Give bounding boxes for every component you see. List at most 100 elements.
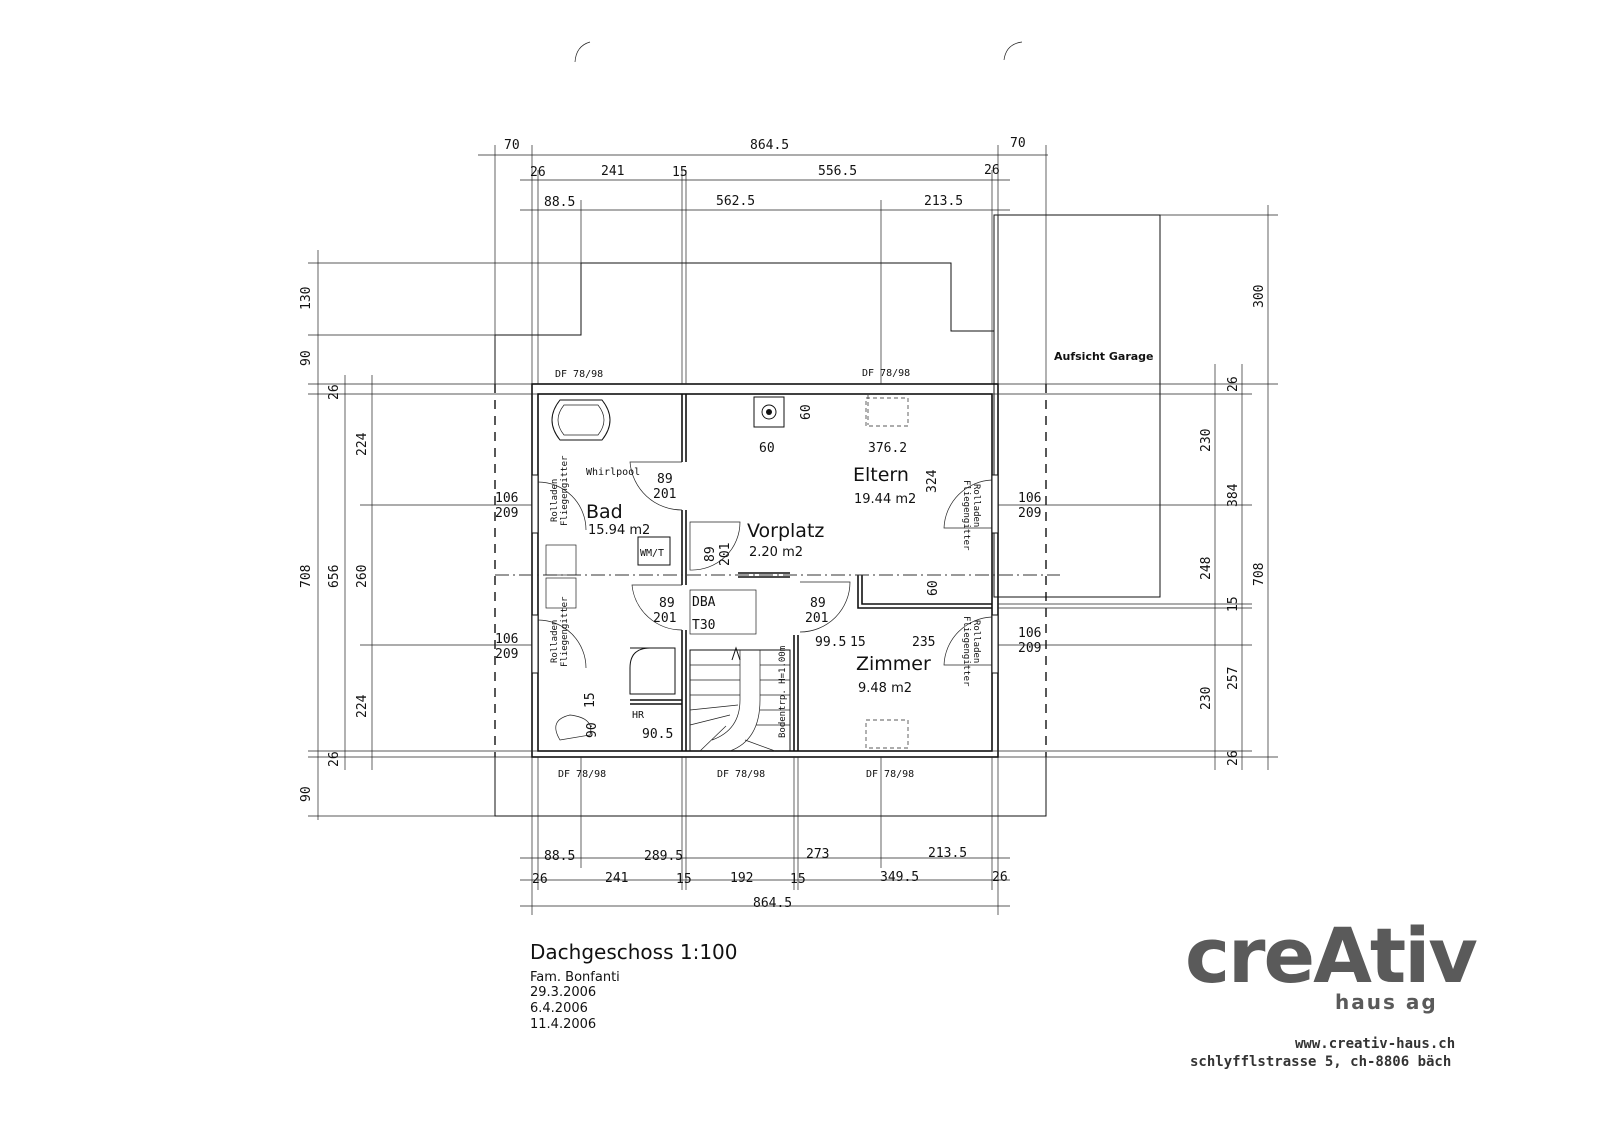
dim-door-w-1: 89 <box>657 472 673 487</box>
washer-dryer-icon <box>637 536 671 566</box>
dim-bot2-2: 15 <box>676 872 692 887</box>
dim-inner-7: 60 <box>926 580 941 596</box>
dim-inner-4: 99.5 <box>815 635 846 650</box>
dim-left-c-2: 224 <box>355 694 370 718</box>
t30-label: T30 <box>692 618 715 633</box>
room-vorplatz-area: 2.20 m2 <box>749 545 803 560</box>
dim-top2-0: 26 <box>530 165 546 180</box>
chimney-icon <box>753 396 785 428</box>
roof-window-label-5: DF 78/98 <box>866 769 914 780</box>
exterior-walls <box>531 383 999 758</box>
dim-bot2-0: 26 <box>532 872 548 887</box>
dim-window-h-l2: 209 <box>495 647 518 662</box>
whirlpool-icon <box>551 399 611 441</box>
rolladen-label-4: Rolladen <box>971 620 981 663</box>
wmt-label: WM/T <box>640 548 664 559</box>
roof-window-label-4: DF 78/98 <box>717 769 765 780</box>
room-vorplatz-name: Vorplatz <box>747 520 824 542</box>
dim-door-w-2: 89 <box>659 596 675 611</box>
dim-top2-2: 15 <box>672 165 688 180</box>
room-bad-name: Bad <box>586 501 623 523</box>
plan-client: Fam. Bonfanti <box>530 970 620 985</box>
staircase <box>689 646 791 752</box>
dim-top3-1: 562.5 <box>716 194 755 209</box>
dim-right-a-0: 300 <box>1252 285 1267 308</box>
door-bad-lower <box>631 584 683 631</box>
dim-right-b-2: 15 <box>1226 596 1241 612</box>
dim-door-h-2: 201 <box>653 611 676 626</box>
shower-icon <box>629 647 676 695</box>
dim-top1-1: 864.5 <box>750 138 789 153</box>
dim-inner-10: 90 <box>585 722 600 738</box>
dim-inner-5: 15 <box>850 635 866 650</box>
dim-inner-3: 324 <box>925 469 940 493</box>
dim-window-h-l1: 209 <box>495 506 518 521</box>
dim-left-b-1: 656 <box>327 565 342 588</box>
dim-window-h-r2: 209 <box>1018 641 1041 656</box>
sink-icon <box>545 544 577 576</box>
dim-right-c-2: 230 <box>1199 687 1214 710</box>
door-vorplatz <box>689 521 741 571</box>
dim-inner-9: 90.5 <box>642 727 673 742</box>
window-zimmer <box>943 616 993 666</box>
dim-window-w-l1: 106 <box>495 491 518 506</box>
sink-icon-2 <box>545 577 577 609</box>
bodentreppe-label: Bodentrp. H=1.00m <box>778 646 788 738</box>
dim-window-w-r2: 106 <box>1018 626 1041 641</box>
dim-bot1-2: 273 <box>806 847 829 862</box>
dim-top2-4: 26 <box>984 163 1000 178</box>
window-bad-lower <box>537 619 587 669</box>
dim-right-b-1: 384 <box>1226 483 1241 507</box>
dim-bot1-1: 289.5 <box>644 849 683 864</box>
dim-door-w-3: 89 <box>810 596 826 611</box>
dim-window-w-r1: 106 <box>1018 491 1041 506</box>
dim-top3-2: 213.5 <box>924 194 963 209</box>
dim-inner-2: 376.2 <box>868 441 907 456</box>
door-bad-upper <box>629 461 683 511</box>
dim-left-a-2: 708 <box>299 565 314 588</box>
dim-right-b-4: 26 <box>1226 750 1241 766</box>
garage-outline <box>993 214 1161 598</box>
dim-bot1-3: 213.5 <box>928 846 967 861</box>
dim-window-w-l2: 106 <box>495 632 518 647</box>
dim-bot2-5: 349.5 <box>880 870 919 885</box>
room-eltern-area: 19.44 m2 <box>854 492 916 507</box>
dim-bot1-0: 88.5 <box>544 849 575 864</box>
plan-date-1: 29.3.2006 <box>530 985 597 1000</box>
dim-left-a-1: 90 <box>299 350 314 366</box>
dim-bot2-1: 241 <box>605 871 628 886</box>
roof-window-label-3: DF 78/98 <box>558 769 606 780</box>
punch-mark-right <box>1003 41 1023 61</box>
dim-inner-6: 235 <box>912 635 935 650</box>
dim-right-a-1: 708 <box>1252 563 1267 586</box>
fliegengitter-label-4: Fliegengitter <box>961 616 971 687</box>
plan-date-2: 6.4.2006 <box>530 1001 588 1016</box>
room-zimmer-area: 9.48 m2 <box>858 681 912 696</box>
logo-address: schlyfflstrasse 5, ch-8806 bäch <box>1190 1054 1452 1070</box>
punch-mark-left <box>574 41 591 63</box>
dba-label: DBA <box>692 595 716 610</box>
window-eltern <box>943 479 993 529</box>
logo-brand: creAtiv <box>1185 911 1478 1000</box>
logo-website: www.creativ-haus.ch <box>1295 1036 1456 1052</box>
fliegengitter-label-2: Fliegengitter <box>560 596 570 667</box>
hr-label: HR <box>632 710 645 721</box>
dim-right-c-0: 230 <box>1199 429 1214 452</box>
dim-window-h-r1: 209 <box>1018 506 1041 521</box>
dim-door-w-4: 89 <box>703 546 718 562</box>
plan-title: Dachgeschoss 1:100 <box>530 940 738 964</box>
dim-inner-8: 15 <box>583 692 598 708</box>
rolladen-label-3: Rolladen <box>971 484 981 527</box>
dim-right-b-0: 26 <box>1226 376 1241 392</box>
dim-door-h-3: 201 <box>805 611 828 626</box>
whirlpool-label: Whirlpool <box>586 467 640 478</box>
door-zimmer <box>799 581 851 633</box>
dba-box <box>689 589 757 635</box>
company-logo: creAtiv haus ag www.creativ-haus.ch schl… <box>1185 911 1505 1071</box>
dim-right-b-3: 257 <box>1226 667 1241 690</box>
dim-top2-3: 556.5 <box>818 164 857 179</box>
roof-outline-bottom <box>494 757 1047 817</box>
plan-date-3: 11.4.2006 <box>530 1017 597 1032</box>
